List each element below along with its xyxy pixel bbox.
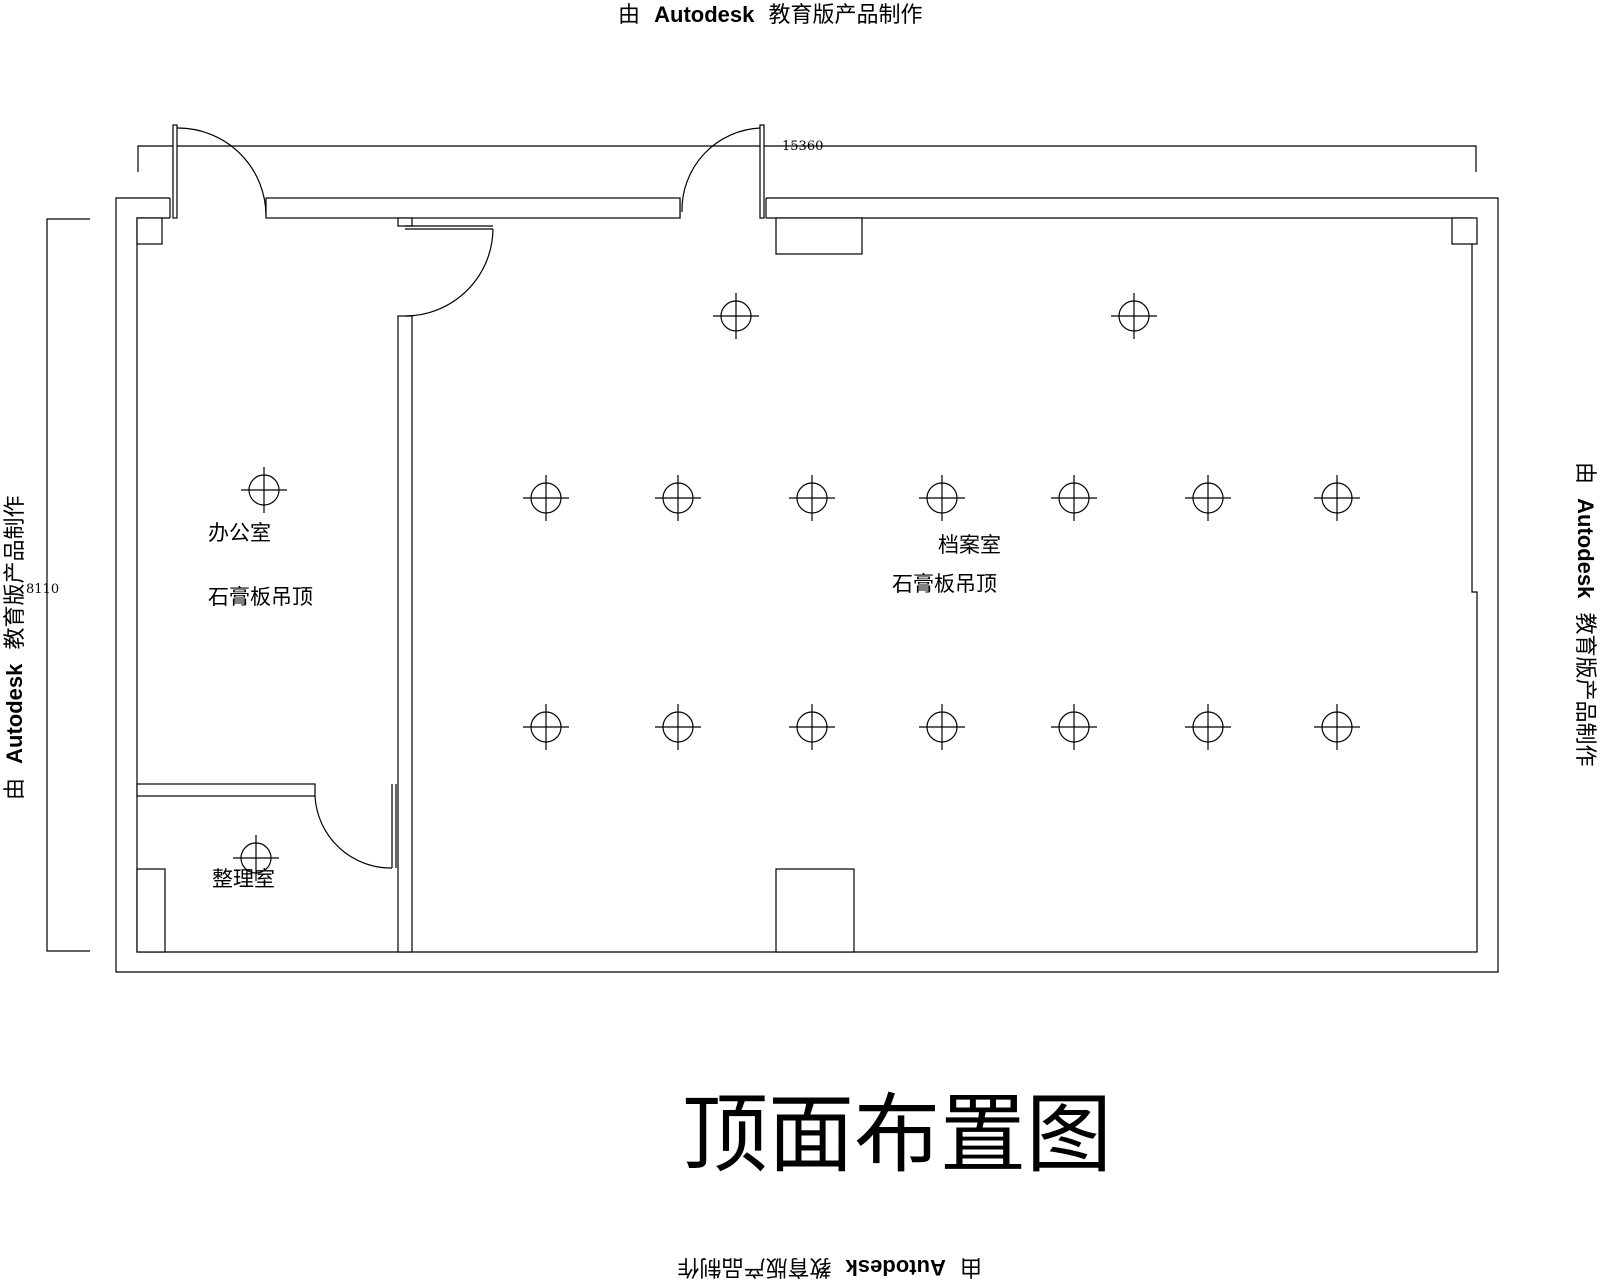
downlight-icon <box>523 475 569 521</box>
svg-text:由 Autodesk 教育版产品制作: 由 Autodesk 教育版产品制作 <box>1573 462 1598 767</box>
door-archive-entrance <box>681 124 765 219</box>
downlight-icon <box>1051 704 1097 750</box>
downlight-icon <box>1051 475 1097 521</box>
downlight-icon <box>523 704 569 750</box>
watermark-top: 由 Autodesk 教育版产品制作 <box>618 2 923 27</box>
dimension-height: 8110 <box>26 218 90 952</box>
svg-text:由 Autodesk 教育版产品制作: 由 Autodesk 教育版产品制作 <box>2 495 27 800</box>
sorting-room-name: 整理室 <box>212 867 275 891</box>
downlight-icon <box>233 835 279 881</box>
downlight-icon <box>713 293 759 339</box>
dimension-width-label: 15360 <box>782 139 823 154</box>
door-office-entrance <box>172 124 267 219</box>
downlight-icon <box>1185 704 1231 750</box>
door-partition <box>404 228 494 317</box>
dimension-width: 15360 <box>137 139 1477 172</box>
downlight-icon <box>655 704 701 750</box>
watermark-left: 由 Autodesk 教育版产品制作 <box>2 495 27 800</box>
downlight-icon <box>1314 704 1360 750</box>
dimension-height-label: 8110 <box>26 582 59 597</box>
downlight-icon <box>919 704 965 750</box>
office-name: 办公室 <box>208 521 271 545</box>
svg-text:由 Autodesk 教育版产品制作: 由 Autodesk 教育版产品制作 <box>677 1255 982 1280</box>
archive-ceiling-label: 石膏板吊顶 <box>892 572 997 596</box>
outer-walls <box>115 197 1499 973</box>
downlight-icon <box>655 475 701 521</box>
downlight-icon <box>241 467 287 513</box>
downlight-icon <box>919 475 965 521</box>
archive-name: 档案室 <box>938 533 1001 557</box>
downlight-icon <box>1111 293 1157 339</box>
downlight-icon <box>1185 475 1231 521</box>
downlight-icon <box>789 704 835 750</box>
watermark-bottom: 由 Autodesk 教育版产品制作 <box>677 1255 982 1280</box>
office-ceiling-label: 石膏板吊顶 <box>208 585 313 609</box>
door-sorting-room <box>314 795 393 869</box>
interior-walls <box>136 217 493 953</box>
watermark-right: 由 Autodesk 教育版产品制作 <box>1573 462 1598 767</box>
downlight-icon <box>789 475 835 521</box>
ceiling-lights <box>233 293 1360 881</box>
downlight-icon <box>1314 475 1360 521</box>
drawing-title: 顶面布置图 <box>682 1085 1112 1185</box>
